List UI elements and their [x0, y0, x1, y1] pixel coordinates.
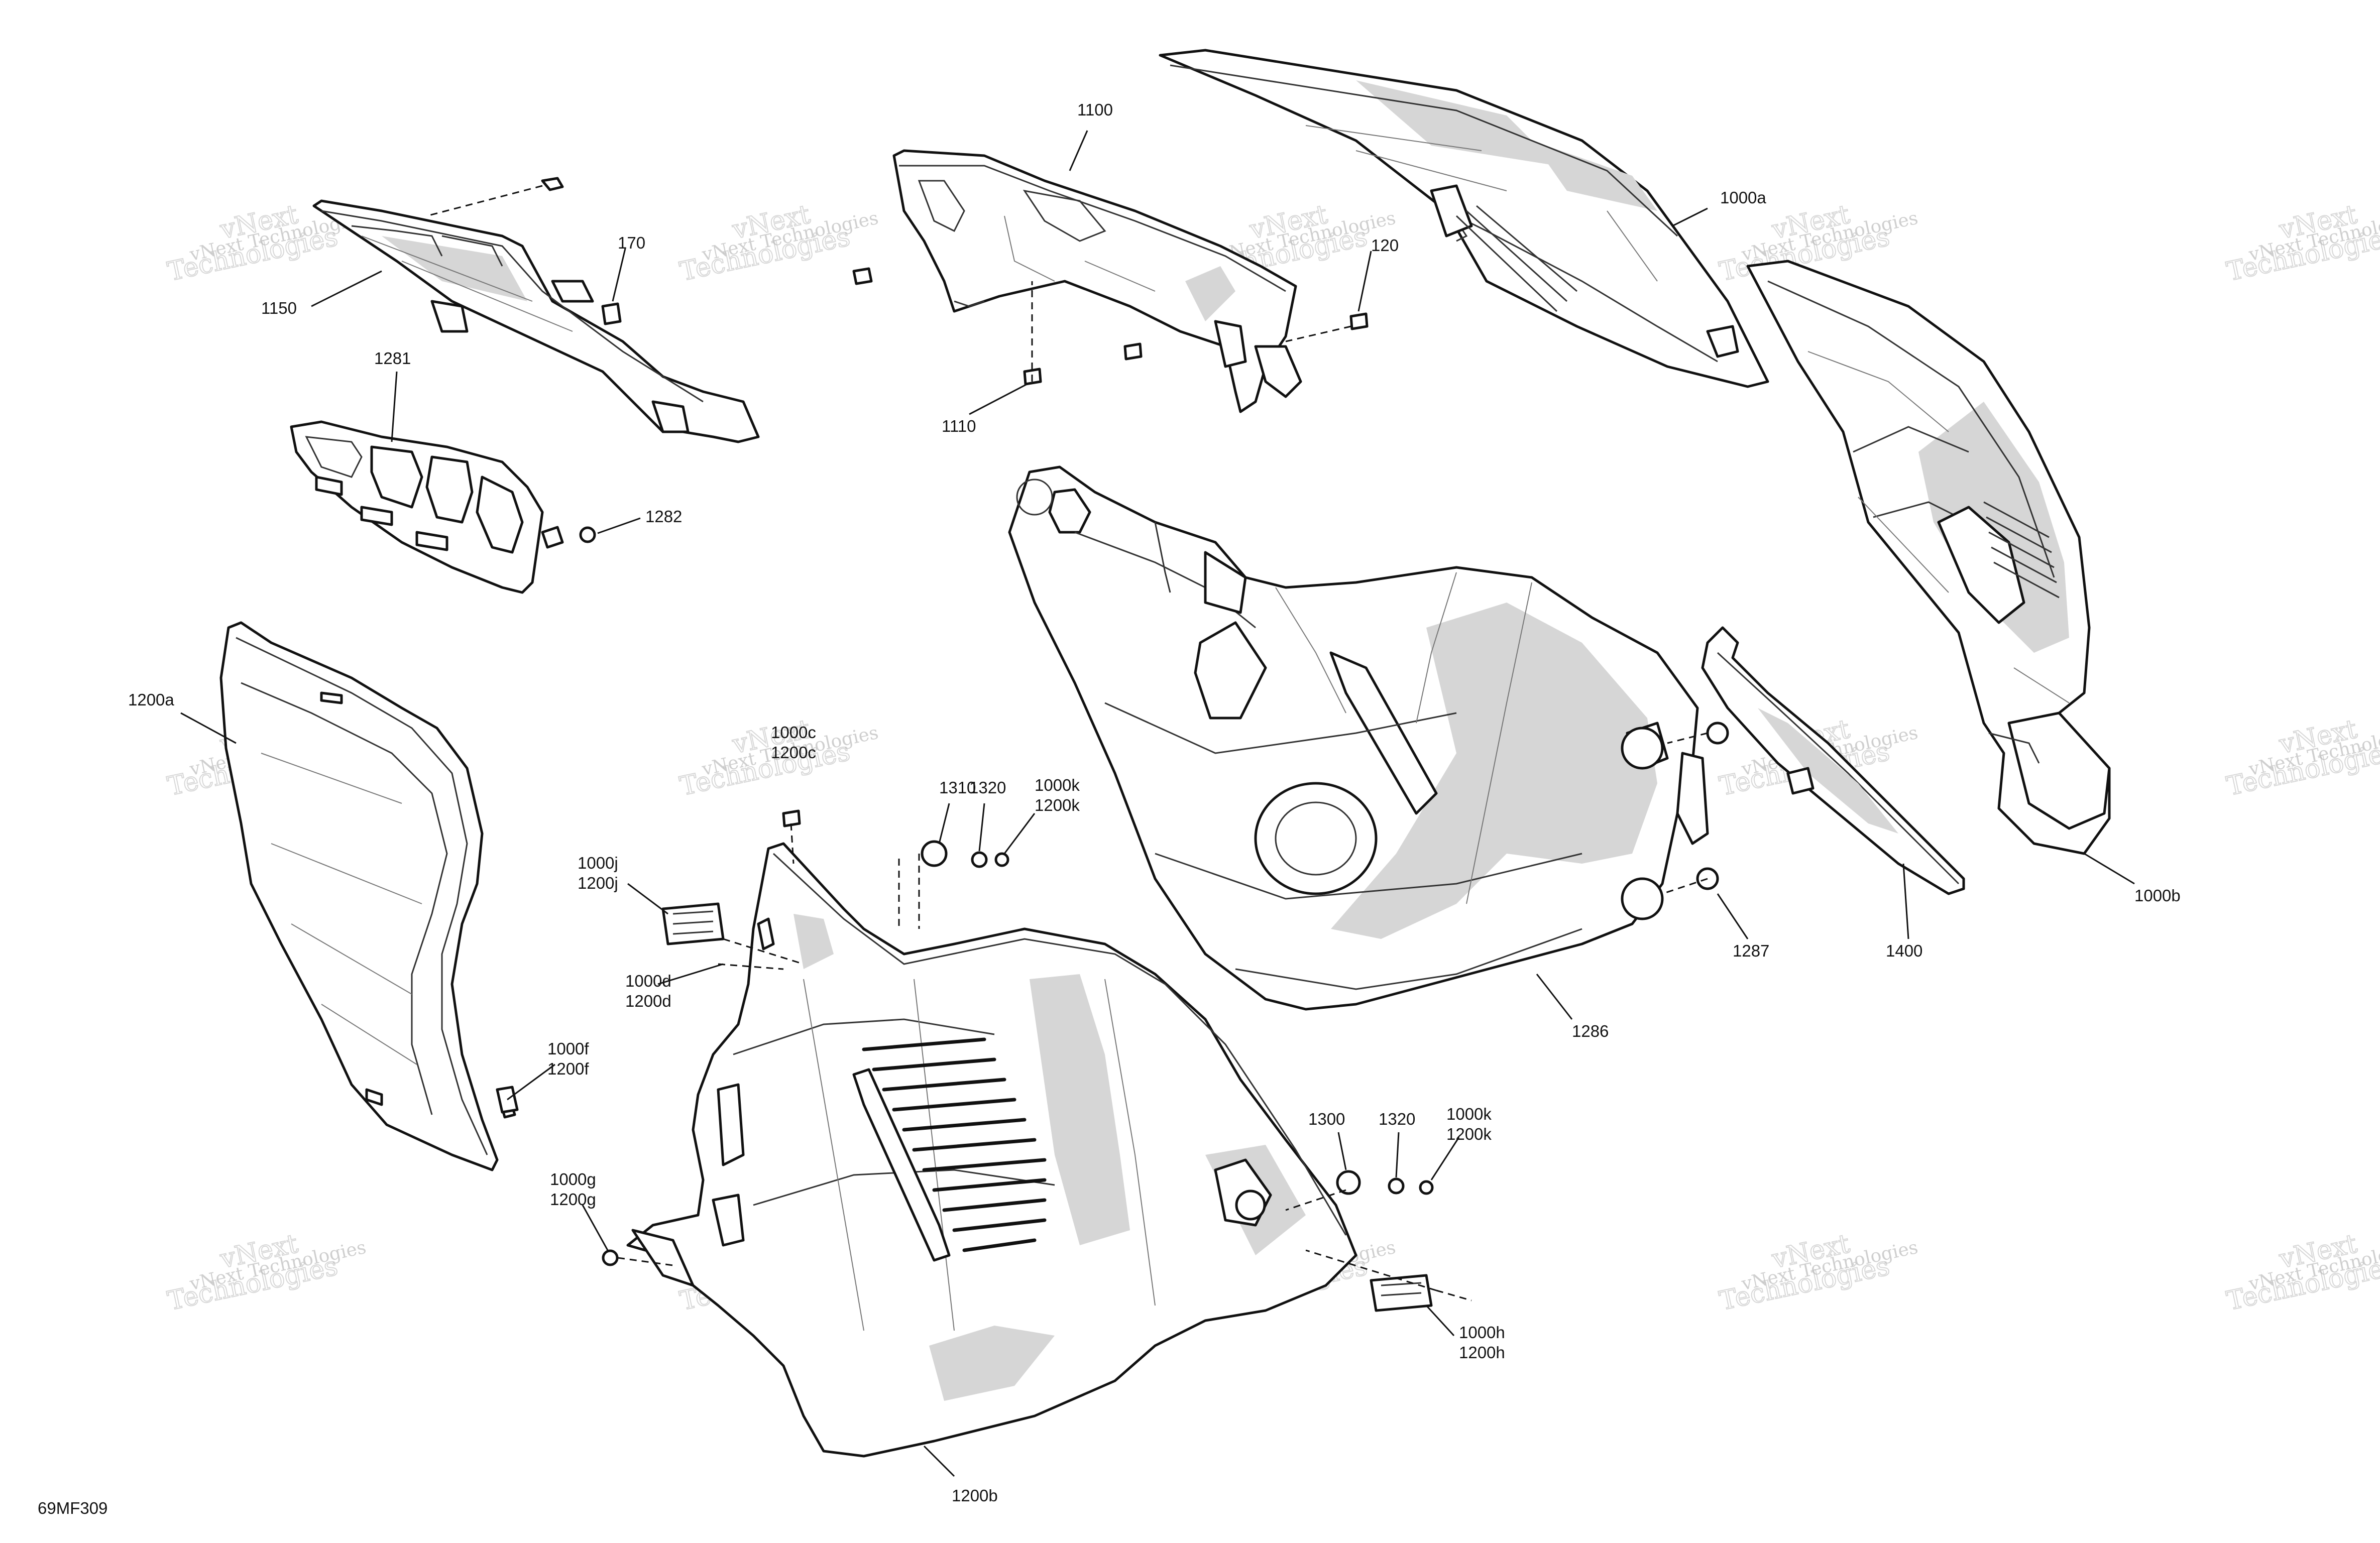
grommet-1300 — [1336, 1170, 1361, 1195]
callout-1300: 1300 — [1308, 1110, 1345, 1128]
callout-1110: 1110 — [942, 417, 976, 435]
callout-1000c: 1000c — [771, 723, 816, 742]
callout-1400: 1400 — [1886, 941, 1922, 960]
watermark: vNext Technologies vNext Technologies — [1717, 1228, 1920, 1317]
watermark: vNext Technologies vNext Technologies — [2224, 199, 2380, 288]
nut-1000k-b — [1419, 1180, 1434, 1195]
callout-1310: 1310 — [939, 778, 976, 797]
screw — [852, 267, 873, 285]
part-1200a-left-side-panel — [219, 621, 516, 1171]
callout-1100: 1100 — [1077, 100, 1113, 119]
callout-1200h: 1200h — [1459, 1343, 1505, 1362]
screw-120 — [1349, 312, 1369, 330]
part-1200b-lower-panel — [626, 842, 1357, 1458]
callout-1200j: 1200j — [578, 874, 618, 892]
nut-1000k — [994, 852, 1009, 867]
washer-1320 — [971, 851, 988, 868]
callout-1200d: 1200d — [625, 992, 671, 1010]
callout-1200k-b: 1200k — [1446, 1125, 1492, 1143]
watermark: vNext Technologies vNext Technologies — [677, 199, 880, 288]
callout-1200g: 1200g — [550, 1190, 596, 1209]
part-1281-vent-grille — [290, 420, 564, 594]
callout-1000h: 1000h — [1459, 1323, 1505, 1342]
washer-1000g — [602, 1249, 619, 1266]
watermark: vNext Technologies vNext Technologies — [2224, 1228, 2380, 1317]
part-1000a-upper-panel — [1159, 49, 1769, 388]
callout-1281: 1281 — [374, 349, 411, 368]
callout-1000k-a: 1000k — [1035, 776, 1080, 794]
callout-1200a: 1200a — [128, 690, 174, 709]
washer-1320-b — [1388, 1177, 1405, 1195]
washer-1287 — [1706, 722, 1729, 745]
callout-1000j: 1000j — [578, 854, 618, 872]
assembly-lines — [426, 185, 1708, 1301]
grommet-1310 — [921, 840, 948, 867]
callout-170: 170 — [618, 233, 645, 252]
callout-1150: 1150 — [261, 299, 297, 317]
callout-1000f: 1000f — [547, 1039, 589, 1058]
fastener-1282 — [579, 526, 596, 543]
callout-1000g: 1000g — [550, 1170, 596, 1189]
callout-120: 120 — [1371, 236, 1399, 255]
screw-1000c — [782, 809, 801, 827]
callout-1000k-b: 1000k — [1446, 1105, 1492, 1123]
part-1150-upper-trim — [312, 199, 760, 443]
callout-1282: 1282 — [645, 507, 682, 526]
vent-slats — [862, 1037, 1047, 1252]
part-1100-upper-bracket — [892, 149, 1302, 413]
callout-1200k-a: 1200k — [1035, 796, 1080, 814]
callouts: 1100 1000a 170 120 1150 1110 1281 1282 1… — [128, 100, 2181, 1505]
part-1000b-right-side-panel — [1746, 260, 2111, 855]
callout-1286: 1286 — [1572, 1022, 1609, 1040]
watermark: vNext Technologies vNext Technologies — [165, 1228, 368, 1317]
watermark: vNext Technologies vNext Technologies — [2224, 714, 2380, 802]
watermark: vNext Technologies vNext Technologies — [165, 199, 368, 288]
callout-1200f: 1200f — [547, 1059, 589, 1078]
callout-1000b: 1000b — [2134, 886, 2181, 905]
fastener-170 — [601, 302, 622, 325]
part-1286-center-panel — [1008, 465, 1709, 1011]
callout-1287: 1287 — [1733, 941, 1769, 960]
callout-1200b: 1200b — [952, 1486, 998, 1505]
screw — [1123, 342, 1143, 361]
callout-1000a: 1000a — [1720, 188, 1766, 207]
part-1400-right-trim — [1701, 626, 1965, 895]
clip-1000j — [661, 902, 725, 945]
callout-1320-a: 1320 — [969, 778, 1006, 797]
callout-1320-b: 1320 — [1379, 1110, 1415, 1128]
leader-lines — [180, 130, 2135, 1477]
screw — [541, 177, 564, 191]
figure-id: 69MF309 — [38, 1499, 107, 1517]
callout-1000d: 1000d — [625, 972, 671, 990]
callout-1200c: 1200c — [771, 743, 816, 762]
clip-1000h — [1370, 1274, 1433, 1312]
